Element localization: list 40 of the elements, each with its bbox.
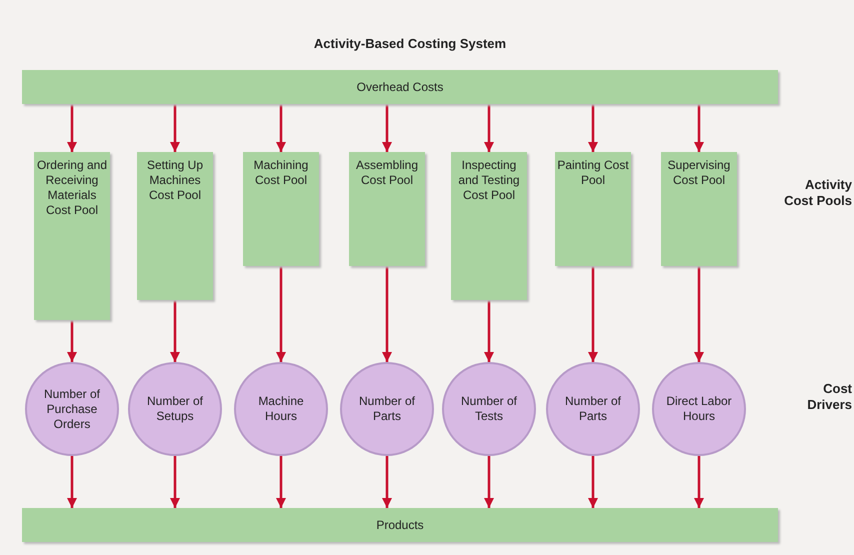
arrow	[170, 456, 180, 508]
cost-driver-circle: Number of Setups	[128, 362, 222, 456]
arrow	[588, 456, 598, 508]
cost-pool-box: Machining Cost Pool	[243, 152, 319, 266]
arrow	[382, 104, 392, 152]
arrow	[588, 266, 598, 362]
arrow	[382, 266, 392, 362]
cost-pool-box: Ordering and Receiving Materials Cost Pool	[34, 152, 110, 320]
arrow	[276, 456, 286, 508]
arrow	[170, 300, 180, 362]
arrow	[694, 266, 704, 362]
arrow	[694, 104, 704, 152]
cost-pool-box: Assembling Cost Pool	[349, 152, 425, 266]
cost-driver-circle: Number of Purchase Orders	[25, 362, 119, 456]
cost-driver-circle: Direct Labor Hours	[652, 362, 746, 456]
cost-driver-circle: Number of Parts	[546, 362, 640, 456]
cost-pool-box: Inspecting and Testing Cost Pool	[451, 152, 527, 300]
diagram-title: Activity-Based Costing System	[312, 36, 508, 52]
arrow	[382, 456, 392, 508]
arrow	[67, 104, 77, 152]
cost-bar: Products	[22, 508, 778, 542]
cost-driver-circle: Number of Parts	[340, 362, 434, 456]
arrow	[67, 456, 77, 508]
arrow	[484, 300, 494, 362]
row-label: Cost Drivers	[806, 381, 852, 413]
arrow	[484, 456, 494, 508]
cost-bar: Overhead Costs	[22, 70, 778, 104]
cost-pool-box: Painting Cost Pool	[555, 152, 631, 266]
arrow	[67, 320, 77, 362]
row-label: Activity Cost Pools	[783, 177, 852, 209]
arrow	[170, 104, 180, 152]
cost-driver-circle: Number of Tests	[442, 362, 536, 456]
arrow	[694, 456, 704, 508]
cost-pool-box: Setting Up Machines Cost Pool	[137, 152, 213, 300]
arrow	[484, 104, 494, 152]
arrow	[588, 104, 598, 152]
cost-pool-box: Supervising Cost Pool	[661, 152, 737, 266]
arrow	[276, 266, 286, 362]
arrow	[276, 104, 286, 152]
cost-driver-circle: Machine Hours	[234, 362, 328, 456]
